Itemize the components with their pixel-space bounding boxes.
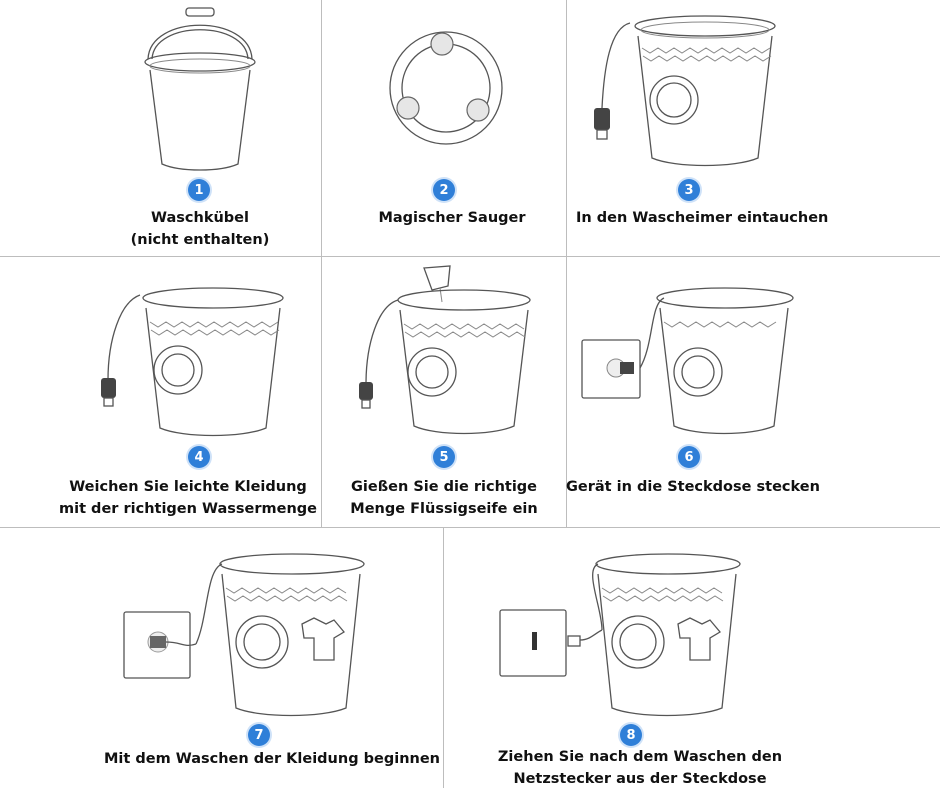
divider-horizontal-1 (0, 256, 940, 257)
divider-vertical-2 (566, 0, 567, 527)
caption-line: mit der richtigen Wassermenge (59, 501, 317, 517)
caption-line: Weichen Sie leichte Kleidung (69, 479, 307, 495)
washing-illustration (123, 553, 365, 717)
divider-horizontal-2 (0, 527, 940, 528)
step-number-badge: 8 (620, 724, 642, 746)
caption-line: Mit dem Waschen der Kleidung beginnen (103, 751, 440, 767)
step-number-badge: 6 (678, 446, 700, 468)
step-caption: Weichen Sie leichte Kleidung mit der ric… (48, 476, 328, 520)
step-number-badge: 5 (433, 446, 455, 468)
bucket-with-device-illustration (594, 15, 776, 167)
caption-line: Magischer Sauger (378, 210, 526, 226)
caption-line: Menge Flüssigseife ein (350, 501, 538, 517)
unplug-illustration (499, 553, 741, 717)
divider-vertical-1 (321, 0, 322, 527)
caption-line: Gießen Sie die richtige (350, 479, 538, 495)
step-number-badge: 3 (678, 179, 700, 201)
step-caption: Waschkübel (nicht enthalten) (100, 207, 300, 251)
divider-vertical-3 (443, 527, 444, 788)
caption-line: In den Wascheimer eintauchen (576, 210, 829, 226)
plug-in-illustration (581, 287, 794, 435)
caption-line: (nicht enthalten) (130, 232, 270, 248)
step-caption: Gerät in die Steckdose stecken (566, 476, 820, 498)
step-number-badge: 2 (433, 179, 455, 201)
magic-suction-cup-illustration (389, 31, 503, 145)
caption-line: Waschkübel (151, 210, 249, 226)
step-caption: Gießen Sie die richtige Menge Flüssigsei… (322, 476, 566, 520)
caption-line: Ziehen Sie nach dem Waschen den (497, 749, 783, 765)
caption-line: Netzstecker aus der Steckdose (513, 771, 767, 787)
bucket-with-device-illustration (101, 287, 284, 437)
caption-line: Gerät in die Steckdose stecken (566, 479, 820, 495)
step-caption: Ziehen Sie nach dem Waschen den Netzstec… (490, 746, 790, 790)
step-caption: Mit dem Waschen der Kleidung beginnen (102, 748, 442, 770)
step-number-badge: 7 (248, 724, 270, 746)
pour-soap-illustration (359, 265, 531, 435)
bucket-illustration (144, 7, 256, 171)
step-caption: In den Wascheimer eintauchen (576, 207, 829, 229)
step-caption: Magischer Sauger (352, 207, 552, 229)
step-number-badge: 1 (188, 179, 210, 201)
step-number-badge: 4 (188, 446, 210, 468)
